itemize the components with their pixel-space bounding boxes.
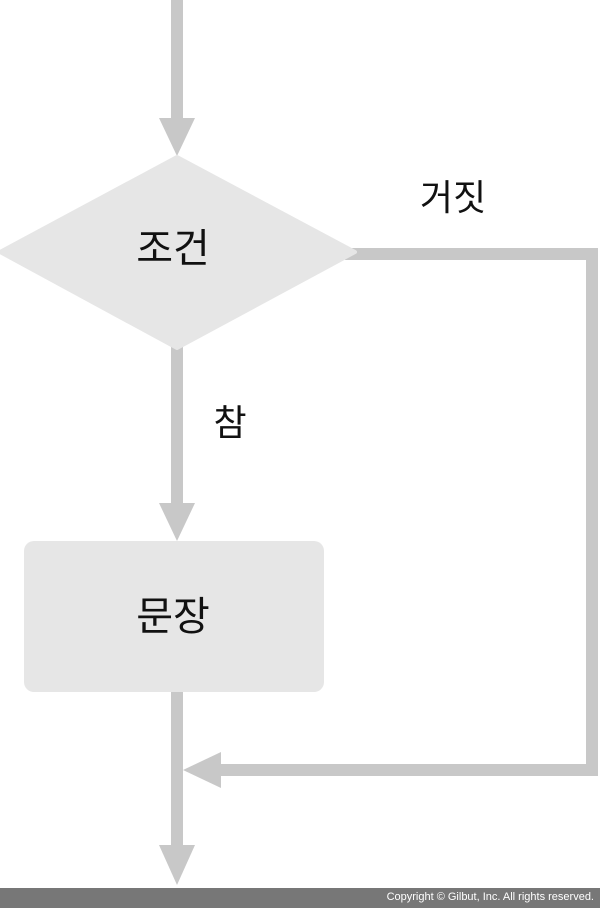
- footer: Copyright © Gilbut, Inc. All rights rese…: [0, 888, 600, 908]
- exit-arrow-line: [171, 690, 183, 848]
- entry-arrowhead: [159, 118, 195, 156]
- entry-arrow-line: [171, 0, 183, 122]
- copyright-text: Copyright © Gilbut, Inc. All rights rese…: [386, 891, 594, 903]
- exit-arrowhead: [159, 845, 195, 885]
- false-path-horizontal: [345, 248, 598, 260]
- false-label: 거짓: [420, 178, 486, 219]
- false-path-vertical: [586, 248, 598, 776]
- flowchart: 조건 거짓 참 문장: [0, 0, 598, 885]
- false-arrowhead: [183, 752, 221, 788]
- true-label: 참: [213, 403, 246, 444]
- statement-box: [24, 541, 324, 692]
- false-path-return: [215, 764, 598, 776]
- statement-label: 문장: [136, 594, 210, 640]
- condition-diamond: [0, 155, 357, 350]
- condition-label: 조건: [136, 226, 210, 272]
- true-arrowhead: [159, 503, 195, 541]
- true-arrow-line: [171, 345, 183, 507]
